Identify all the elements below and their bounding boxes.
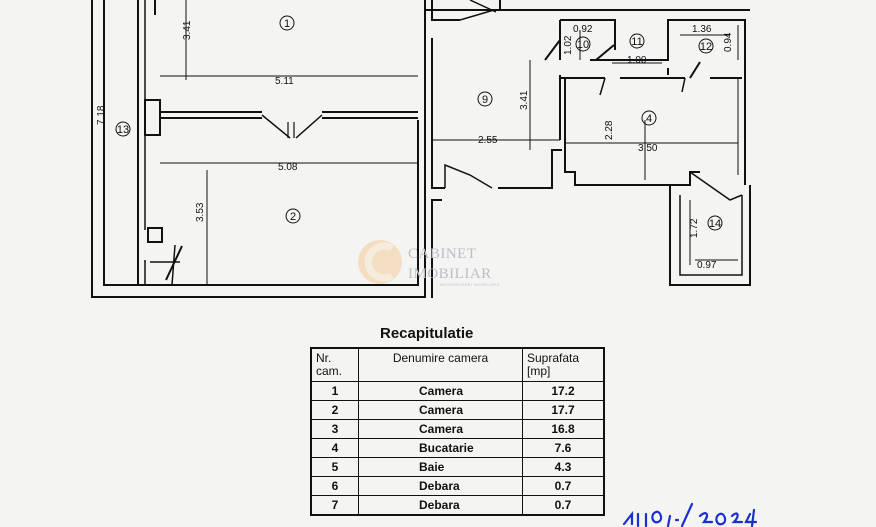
outer-wall-inner: [103, 0, 419, 286]
watermark-line1: CABINET: [408, 246, 477, 262]
dim-r13-length: 7.18: [96, 105, 107, 125]
room-number-11: 11: [631, 36, 642, 48]
cell-name: Bucatarie: [358, 438, 523, 458]
dim-r9-height: 3.41: [519, 90, 530, 110]
cell-area: 17.7: [522, 400, 605, 420]
cell-nr: 7: [310, 495, 359, 516]
recap-header-row: Nr. cam. Denumire camera Suprafata [mp]: [310, 347, 605, 382]
cell-name: Debara: [358, 476, 523, 496]
dim-r4-height: 2.28: [604, 120, 615, 140]
dim-r10-width: 0.92: [573, 24, 593, 35]
dim-r14-width: 0.97: [697, 260, 717, 271]
dim-r1-height: 3.41: [182, 20, 193, 40]
dim-r10-height: 1.02: [563, 35, 574, 55]
dim-r1-width: 5.11: [275, 76, 294, 87]
cell-name: Camera: [358, 419, 523, 439]
watermark-logo-icon: [358, 240, 402, 284]
room-number-1: 1: [284, 18, 290, 30]
cell-name: Camera: [358, 381, 523, 401]
cell-nr: 2: [310, 400, 359, 420]
cell-nr: 1: [310, 381, 359, 401]
cell-nr: 4: [310, 438, 359, 458]
header-nr: Nr. cam.: [310, 347, 359, 382]
cell-name: Baie: [358, 457, 523, 477]
dim-r11-width: 1.00: [627, 55, 647, 66]
dim-r4-width: 3.50: [638, 143, 658, 154]
dim-r12-width: 1.36: [692, 24, 712, 35]
recap-table: Nr. cam. Denumire camera Suprafata [mp] …: [310, 347, 605, 516]
cell-nr: 6: [310, 476, 359, 496]
cell-nr: 5: [310, 457, 359, 477]
dim-r12-height: 0.94: [723, 32, 734, 52]
cell-area: 0.7: [522, 476, 605, 496]
cell-name: Debara: [358, 495, 523, 516]
header-area: Suprafata [mp]: [522, 347, 605, 382]
room-number-4: 4: [646, 113, 652, 125]
cell-area: 16.8: [522, 419, 605, 439]
room-number-12: 12: [700, 41, 712, 53]
watermark-line2: IMOBILIAR: [408, 266, 492, 282]
dim-r2-height: 3.53: [195, 202, 206, 222]
header-name: Denumire camera: [358, 347, 523, 382]
room-number-14: 14: [709, 218, 721, 230]
dim-r2-width: 5.08: [278, 162, 298, 173]
handwritten-signature-date: [622, 502, 758, 527]
recap-title: Recapitulatie: [380, 325, 474, 342]
cell-area: 0.7: [522, 495, 605, 516]
room-number-2: 2: [290, 211, 296, 223]
room-number-9: 9: [482, 94, 488, 106]
cell-nr: 3: [310, 419, 359, 439]
watermark-tagline: INTERMEDIERI IMOBILIARE: [440, 282, 500, 287]
cell-area: 17.2: [522, 381, 605, 401]
cell-name: Camera: [358, 400, 523, 420]
cell-area: 7.6: [522, 438, 605, 458]
dim-r14-height: 1.72: [689, 218, 700, 238]
dim-r9-width: 2.55: [478, 135, 498, 146]
cell-area: 4.3: [522, 457, 605, 477]
room-number-13: 13: [117, 124, 129, 136]
outer-wall: [91, 0, 426, 298]
floor-plan: 3.41 5.11 5.08 3.53 7.18 0.92 1.02 1.00 …: [91, 0, 751, 298]
room-number-10: 10: [577, 39, 589, 51]
